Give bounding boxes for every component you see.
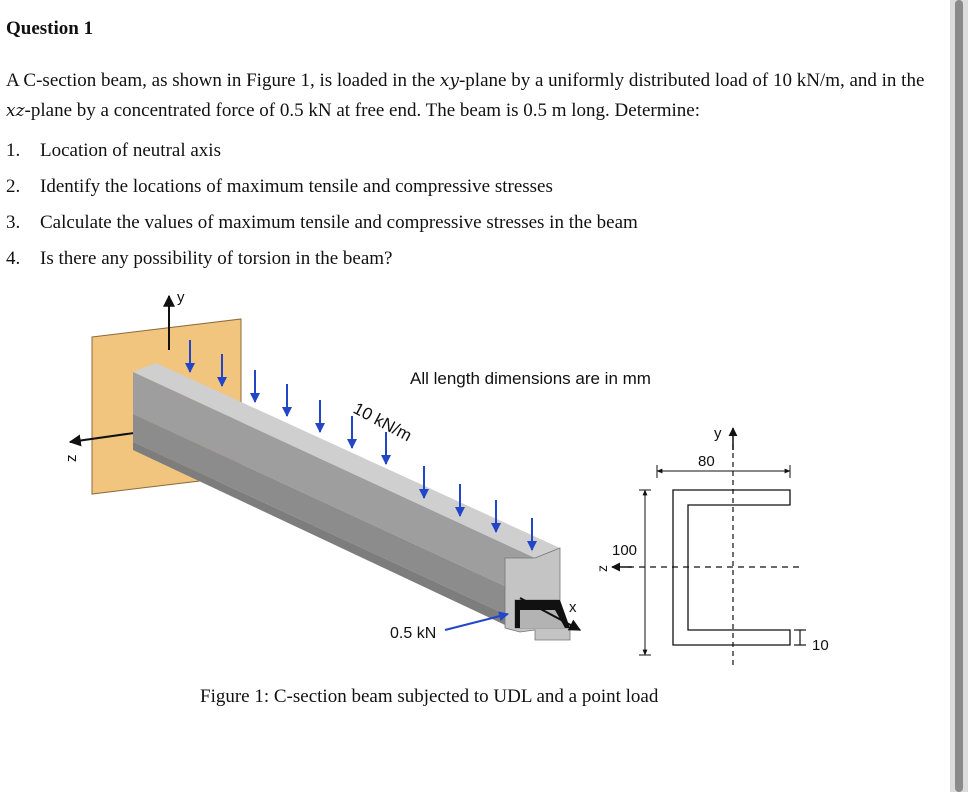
problem-text-1: A C-section beam, as shown in Figure 1, … [6, 70, 440, 91]
section-z-label: z [594, 565, 610, 572]
x-axis-arrow [519, 597, 582, 631]
dimensions-note: All length dimensions are in mm [410, 369, 651, 388]
cross-section: y z 80 100 10 [594, 425, 829, 665]
problem-text-2: -plane by a uniformly distributed load o… [458, 70, 925, 91]
scrollbar-thumb[interactable] [955, 0, 963, 792]
task-text: Identify the locations of maximum tensil… [40, 176, 553, 197]
udl-arrows [185, 340, 537, 551]
problem-statement: A C-section beam, as shown in Figure 1, … [6, 66, 926, 126]
beam-figure: y z 10 kN/m [63, 289, 829, 665]
y-axis-label: y [177, 289, 185, 306]
task-text: Location of neutral axis [40, 140, 221, 161]
task-number: 1. [6, 140, 21, 161]
task-number: 3. [6, 212, 21, 233]
point-load-label: 0.5 kN [390, 625, 436, 642]
section-y-label: y [714, 425, 722, 442]
plane-xy: xy [439, 71, 459, 91]
flange-width-label: 80 [698, 453, 715, 470]
task-text: Is there any possibility of torsion in t… [40, 248, 393, 269]
problem-text-3: -plane by a concentrated force of 0.5 kN… [24, 100, 701, 121]
z-axis-label: z [63, 455, 80, 463]
task-number: 4. [6, 248, 21, 269]
point-load-arrow [444, 611, 509, 631]
question-title: Question 1 [6, 18, 94, 39]
task-text: Calculate the values of maximum tensile … [40, 212, 638, 233]
c-section-beam [133, 363, 571, 641]
thickness-label: 10 [812, 637, 829, 654]
web-height-label: 100 [612, 542, 637, 559]
task-number: 2. [6, 176, 21, 197]
udl-label: 10 kN/m [350, 399, 415, 445]
c-section-outline [672, 489, 791, 646]
x-axis-label: x [569, 599, 577, 616]
figure-caption: Figure 1: C-section beam subjected to UD… [200, 686, 659, 707]
plane-xz: xz [6, 101, 25, 121]
scrollbar[interactable] [950, 0, 968, 792]
